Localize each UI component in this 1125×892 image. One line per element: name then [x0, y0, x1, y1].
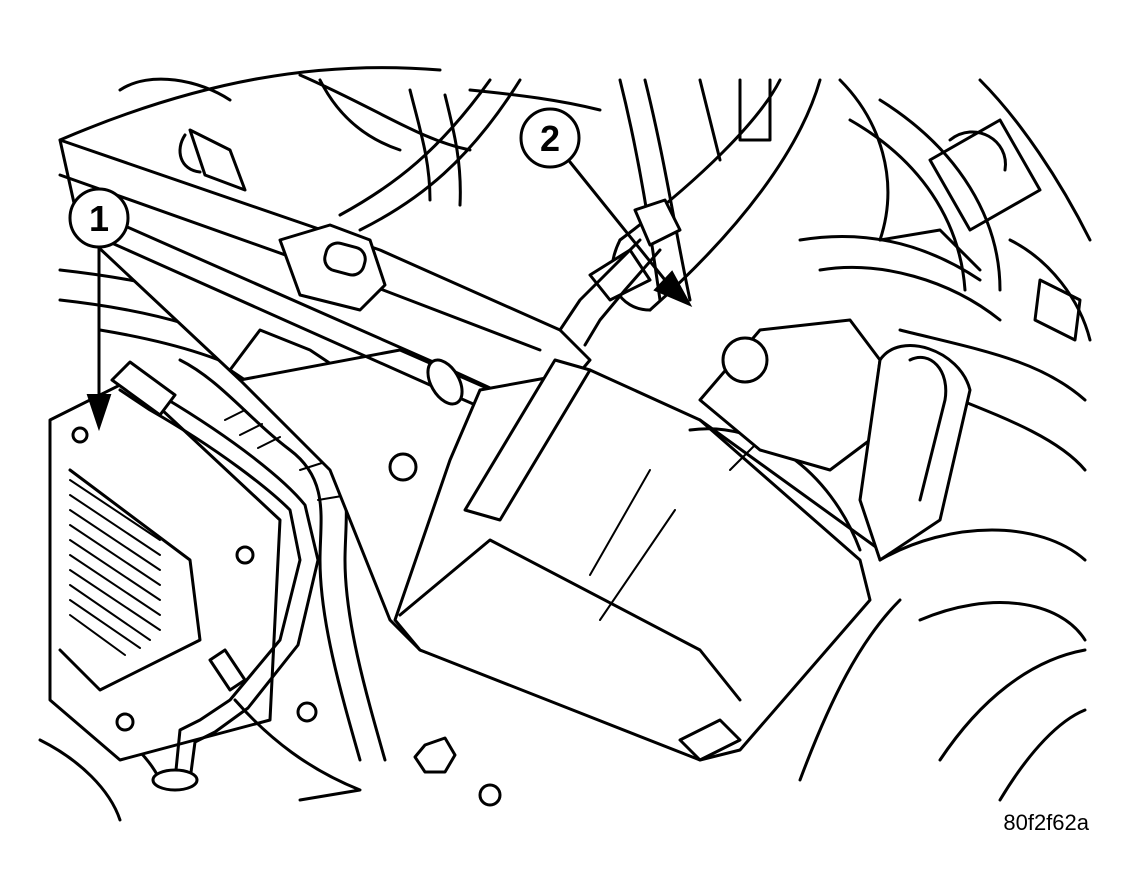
pulley-assembly	[698, 318, 972, 562]
control-module	[48, 378, 282, 762]
callout-2: 2	[519, 107, 693, 308]
callout-1: 1	[68, 187, 130, 432]
callout-1-label: 1	[89, 198, 109, 239]
wiring-harness	[178, 348, 387, 802]
quick-connect-fitting	[558, 198, 682, 347]
figure-id: 80f2f62a	[1003, 810, 1089, 835]
metal-tube	[110, 360, 320, 792]
fuel-filter	[393, 358, 882, 762]
callout-2-label: 2	[540, 118, 560, 159]
